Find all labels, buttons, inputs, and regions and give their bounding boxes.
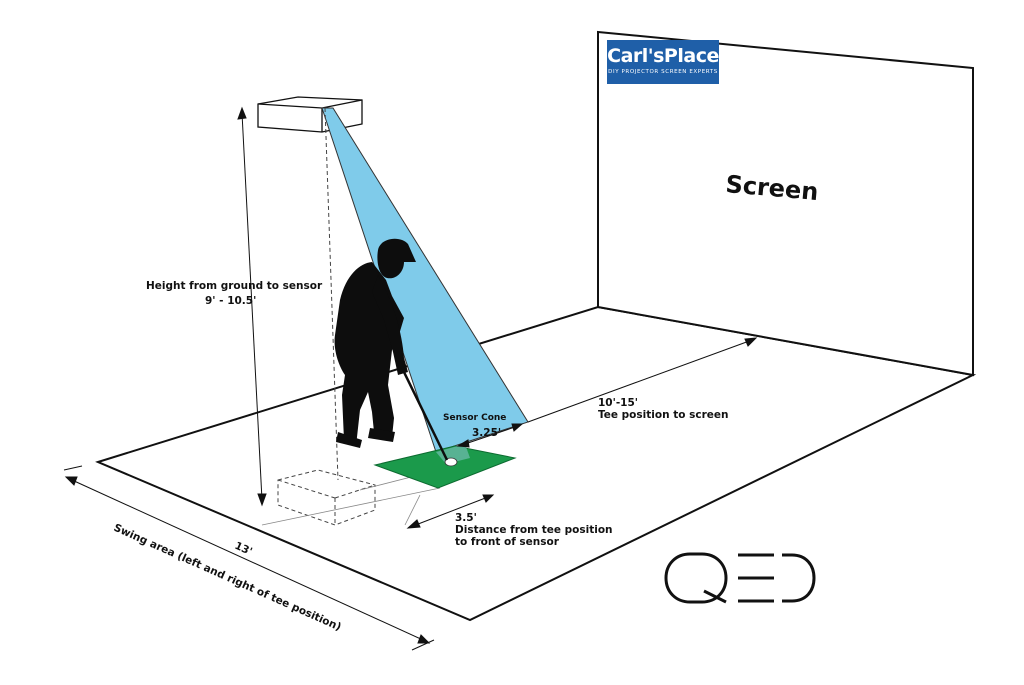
brand-tagline: DIY PROJECTOR SCREEN EXPERTS xyxy=(608,69,718,75)
screen-wall xyxy=(597,30,974,377)
height-value: 9' - 10.5' xyxy=(205,295,256,307)
cone-footprint xyxy=(436,444,470,464)
brand-name: Carl'sPlace xyxy=(607,45,719,67)
tee-to-sensor-dimension xyxy=(406,494,495,529)
golf-club xyxy=(400,367,449,461)
tee-screen-label: Tee position to screen xyxy=(598,409,728,421)
sensor-cone-label: Sensor Cone xyxy=(443,413,506,423)
floor-guide-line xyxy=(261,487,441,526)
tee-screen-value: 10'-15' xyxy=(598,397,638,409)
sensor-floor-footprint xyxy=(277,469,376,526)
tee-sensor-value: 3.5' xyxy=(455,512,477,524)
cone-width-dimension xyxy=(456,423,524,448)
sensor-box xyxy=(257,96,363,133)
tee-sensor-label-2: to front of sensor xyxy=(455,536,560,548)
tee-to-screen-dimension xyxy=(527,337,758,423)
golf-ball xyxy=(444,457,458,467)
qed-logo xyxy=(664,552,816,604)
swing-area-dimension xyxy=(63,465,435,651)
carls-place-logo: Carl'sPlace DIY PROJECTOR SCREEN EXPERTS xyxy=(607,40,719,84)
cone-width-value: 3.25' xyxy=(472,427,501,439)
hitting-mat xyxy=(373,445,517,489)
floor-guide-line xyxy=(404,494,421,526)
height-dimension xyxy=(237,106,267,507)
tee-sensor-label-1: Distance from tee position xyxy=(455,524,613,536)
height-label: Height from ground to sensor xyxy=(146,280,323,292)
golfer-silhouette xyxy=(334,238,416,448)
sensor-projection-line xyxy=(324,107,339,481)
